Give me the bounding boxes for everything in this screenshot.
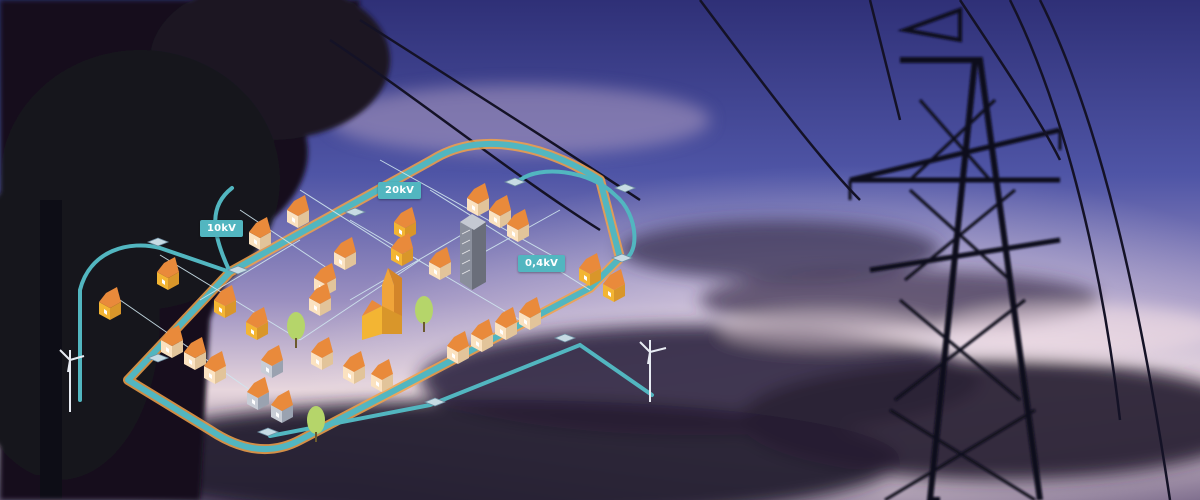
label-10kv: 10kV [200, 220, 244, 237]
house-icon [429, 247, 451, 280]
house-icon [495, 307, 517, 340]
house-icon [214, 285, 236, 318]
house-icon [507, 209, 529, 242]
house-icon [99, 287, 121, 320]
house-icon [271, 390, 293, 423]
house-icon [261, 345, 283, 378]
label-20kv: 20kV [378, 182, 422, 199]
pylon-icon [848, 7, 1062, 500]
wind-turbine-icon [59, 340, 667, 412]
house-icon [309, 283, 331, 316]
house-icon [471, 319, 493, 352]
church-icon [362, 268, 402, 340]
house-icon [246, 307, 268, 340]
tree-icon [287, 296, 433, 442]
house-icon [391, 233, 413, 266]
clouds [100, 85, 1200, 500]
house-icon [161, 325, 183, 358]
power-lines [329, 0, 1172, 500]
house-icon [489, 195, 511, 228]
house-icon [184, 337, 206, 370]
office-tower-icon [460, 214, 486, 290]
house-icon [467, 183, 489, 216]
grid-diagram [59, 138, 667, 455]
house-icon [343, 351, 365, 384]
house-icon [247, 377, 269, 410]
house-icon [311, 337, 333, 370]
house-icon [519, 297, 541, 330]
house-icon [287, 195, 309, 228]
substations [146, 177, 637, 437]
house-icon [447, 331, 469, 364]
label-0-4kv: 0,4kV [518, 255, 566, 272]
house-icon [249, 217, 271, 250]
house-icon [204, 351, 226, 384]
houses [99, 183, 625, 423]
house-icon [334, 237, 356, 270]
house-icon [579, 253, 601, 286]
house-icon [603, 269, 625, 302]
house-icon [157, 257, 179, 290]
tree-silhouette [0, 0, 390, 500]
house-icon [371, 359, 393, 392]
